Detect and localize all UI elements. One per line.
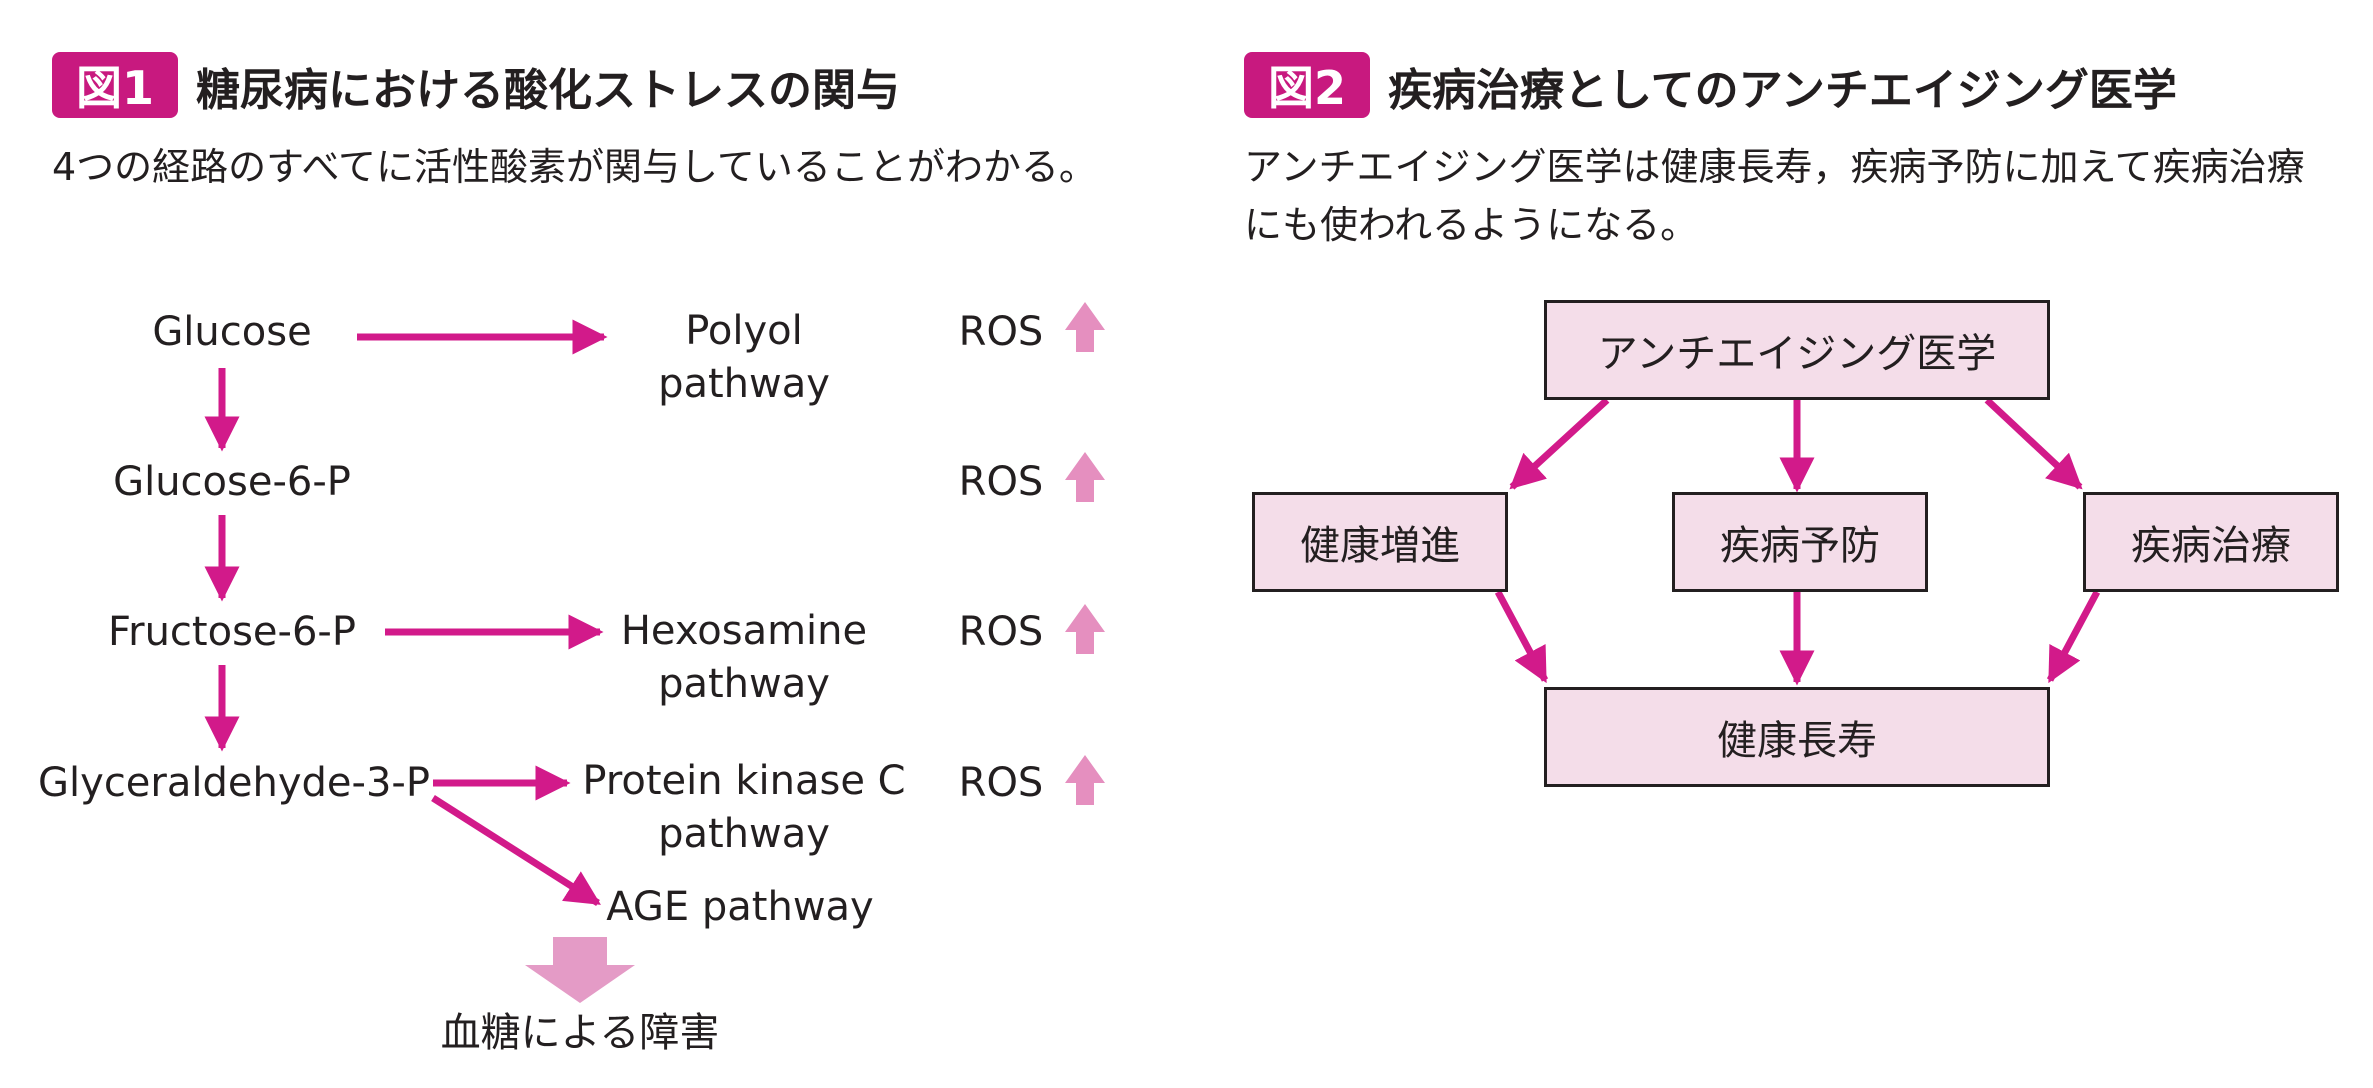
box-disease-treatment: 疾病治療 [2083, 492, 2339, 592]
node-glyceraldehyde-3-p: Glyceraldehyde-3-P [38, 760, 430, 806]
node-fructose-6-p: Fructose-6-P [108, 609, 356, 655]
ros-label: ROS [958, 760, 1044, 806]
figure-2-description: アンチエイジング医学は健康長寿，疾病予防に加えて疾病治療にも使われるようになる。 [1244, 145, 2305, 247]
outcome-label: 血糖による障害 [440, 1010, 720, 1056]
glyceraldehyde-to-age-arrow [431, 795, 601, 906]
top-to-left-arrow [1509, 397, 1610, 490]
figure-1-badge: 図1 [52, 52, 178, 118]
hexosamine-pathway-label: Hexosamine pathway [620, 608, 868, 707]
figure-1-title: 糖尿病における酸化ストレスの関与 [196, 65, 900, 116]
ros-up-arrow-icon [1065, 755, 1105, 805]
box-anti-aging-medicine: アンチエイジング医学 [1544, 300, 2050, 400]
figure-2-title: 疾病治療としてのアンチエイジング医学 [1388, 65, 2177, 116]
box-disease-prevention: 疾病予防 [1672, 492, 1928, 592]
ros-up-arrow-icon [1065, 452, 1105, 502]
top-to-right-arrow [1984, 397, 2083, 490]
ros-up-arrow-icon [1065, 604, 1105, 654]
left-to-bottom-arrow [1494, 590, 1549, 684]
figure-1-description: 4つの経路のすべてに活性酸素が関与していることがわかる。 [52, 145, 1097, 189]
box-healthy-longevity: 健康長寿 [1544, 687, 2050, 787]
box-health-promotion: 健康増進 [1252, 492, 1508, 592]
age-pathway-label: AGE pathway [606, 884, 874, 930]
ros-label: ROS [958, 459, 1044, 505]
polyol-pathway-label: Polyol pathway [658, 308, 830, 407]
ros-up-arrow-icon [1065, 302, 1105, 352]
figure-2-badge: 図2 [1244, 52, 1370, 118]
node-glucose: Glucose [152, 309, 312, 355]
ros-label: ROS [958, 309, 1044, 355]
right-to-bottom-arrow [2046, 590, 2101, 684]
big-down-arrow-icon [525, 937, 635, 1003]
ros-label: ROS [958, 609, 1044, 655]
pkc-pathway-label: Protein kinase C pathway [582, 758, 906, 857]
node-glucose-6-p: Glucose-6-P [113, 459, 351, 505]
